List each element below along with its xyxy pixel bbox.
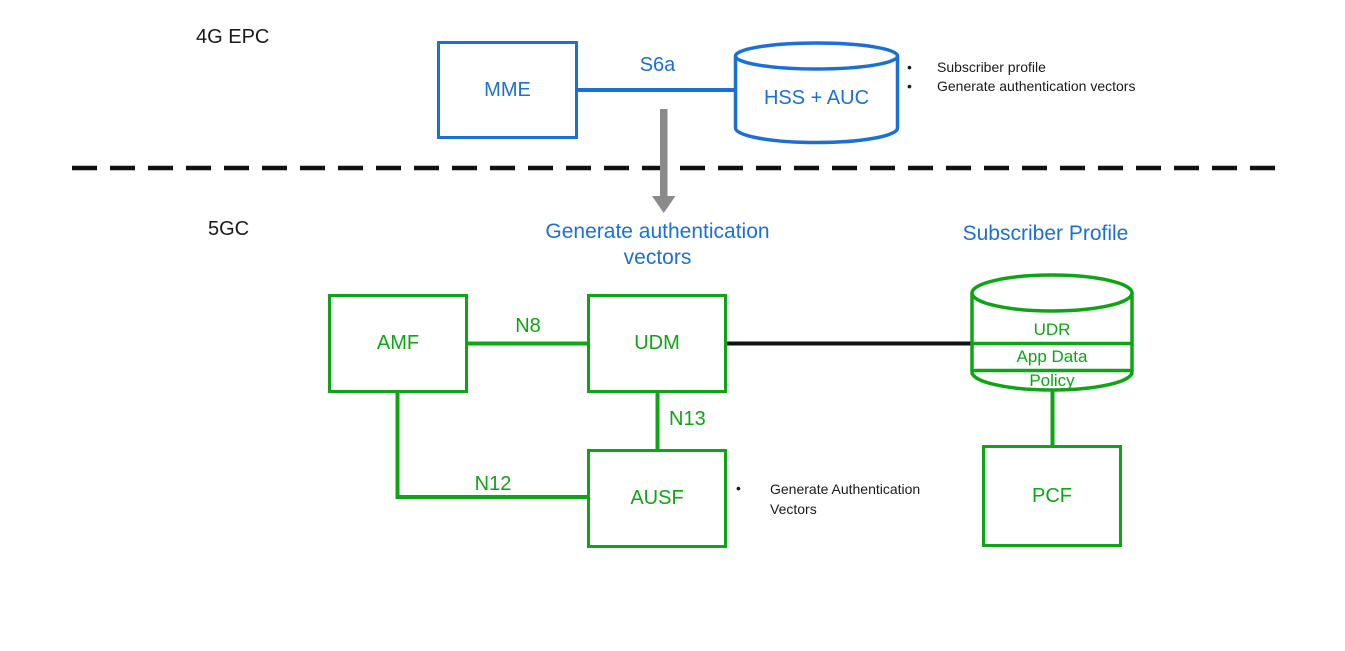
bullet-text: Generate Authentication Vectors (770, 481, 921, 517)
bullet-icon: • (907, 59, 912, 75)
list-item: • Subscriber profile (907, 58, 1135, 77)
bullet-text: Generate authentication vectors (937, 77, 1136, 94)
n8-interface-label: N8 (515, 315, 541, 337)
udr-cylinder (970, 273, 1134, 392)
ausf-bullet-list: • Generate Authentication Vectors (736, 479, 930, 519)
mme-node: MME (437, 41, 578, 139)
udr-section-app-data: App Data (1016, 347, 1088, 366)
bullet-text: Subscriber profile (937, 59, 1046, 75)
hss-bullet-list: • Subscriber profile • Generate authenti… (907, 58, 1135, 95)
list-item: • Generate authentication vectors (907, 77, 1135, 96)
udr-title-label: UDR (1033, 320, 1071, 339)
n12-link-line (395, 393, 587, 499)
amf-node-label: AMF (376, 332, 420, 354)
s6a-interface-label: S6a (639, 54, 676, 76)
hss-cylinder (733, 41, 900, 145)
hss-auc-label: HSS + AUC (763, 87, 870, 109)
udr-section-policy: Policy (1029, 371, 1075, 390)
bullet-icon: • (736, 480, 741, 496)
amf-node: AMF (328, 294, 468, 393)
n12-interface-label: N12 (474, 473, 512, 495)
bullet-icon: • (907, 77, 912, 94)
pcf-node-label: PCF (1032, 484, 1072, 507)
section-label-5gc: 5GC (208, 218, 250, 240)
udm-node-label: UDM (634, 332, 680, 354)
ausf-node: AUSF (587, 449, 727, 548)
udr-caption: Subscriber Profile (962, 222, 1129, 245)
pcf-node: PCF (982, 445, 1122, 547)
section-label-4g-epc: 4G EPC (196, 26, 270, 48)
udm-caption: Generate authentication vectors (545, 220, 770, 269)
n13-interface-label: N13 (669, 408, 706, 430)
udm-node: UDM (587, 294, 727, 393)
migration-arrow-icon (652, 109, 676, 213)
list-item: • Generate Authentication Vectors (736, 479, 930, 519)
ausf-node-label: AUSF (630, 487, 684, 509)
mme-node-label: MME (484, 78, 531, 101)
